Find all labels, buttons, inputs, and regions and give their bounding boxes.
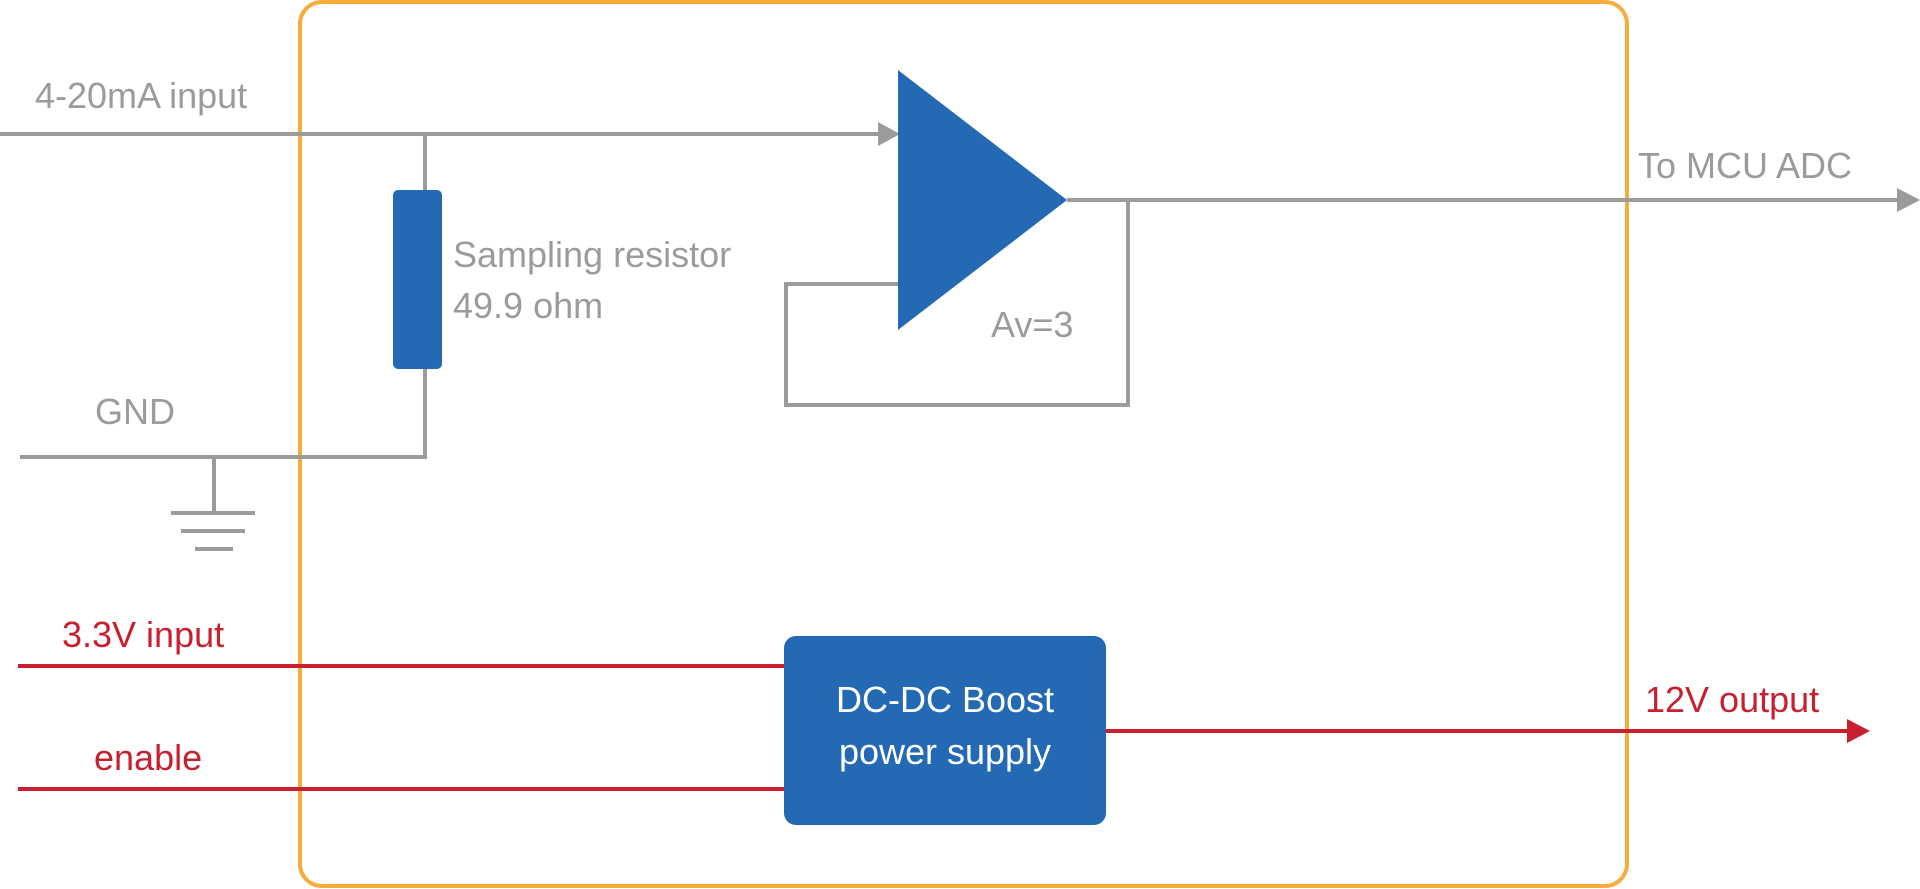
converter-label-line1: DC-DC Boost [836, 679, 1054, 720]
arrow-head-icon [878, 122, 900, 146]
arrow-head-icon [1847, 719, 1870, 743]
ground-symbol-icon [171, 457, 255, 551]
amplifier-feedback-loop [784, 200, 1130, 407]
converter-label-line2: power supply [839, 731, 1051, 772]
enable-label: enable [94, 737, 202, 778]
op-amp-triangle-icon [898, 70, 1067, 330]
amplifier-gain-label: Av=3 [991, 304, 1073, 345]
input-signal-label: 4-20mA input [35, 75, 247, 116]
ground-label: GND [95, 391, 175, 432]
supply-input-label: 3.3V input [62, 614, 224, 655]
dc-dc-converter-block [784, 636, 1106, 825]
resistor-name-label: Sampling resistor [453, 234, 731, 275]
arrow-head-icon [1897, 188, 1920, 212]
adc-output-label: To MCU ADC [1638, 145, 1852, 186]
power-output-label: 12V output [1645, 679, 1819, 720]
resistor-icon [393, 190, 442, 369]
module-boundary [298, 0, 1629, 888]
resistor-value-label: 49.9 ohm [453, 285, 603, 326]
